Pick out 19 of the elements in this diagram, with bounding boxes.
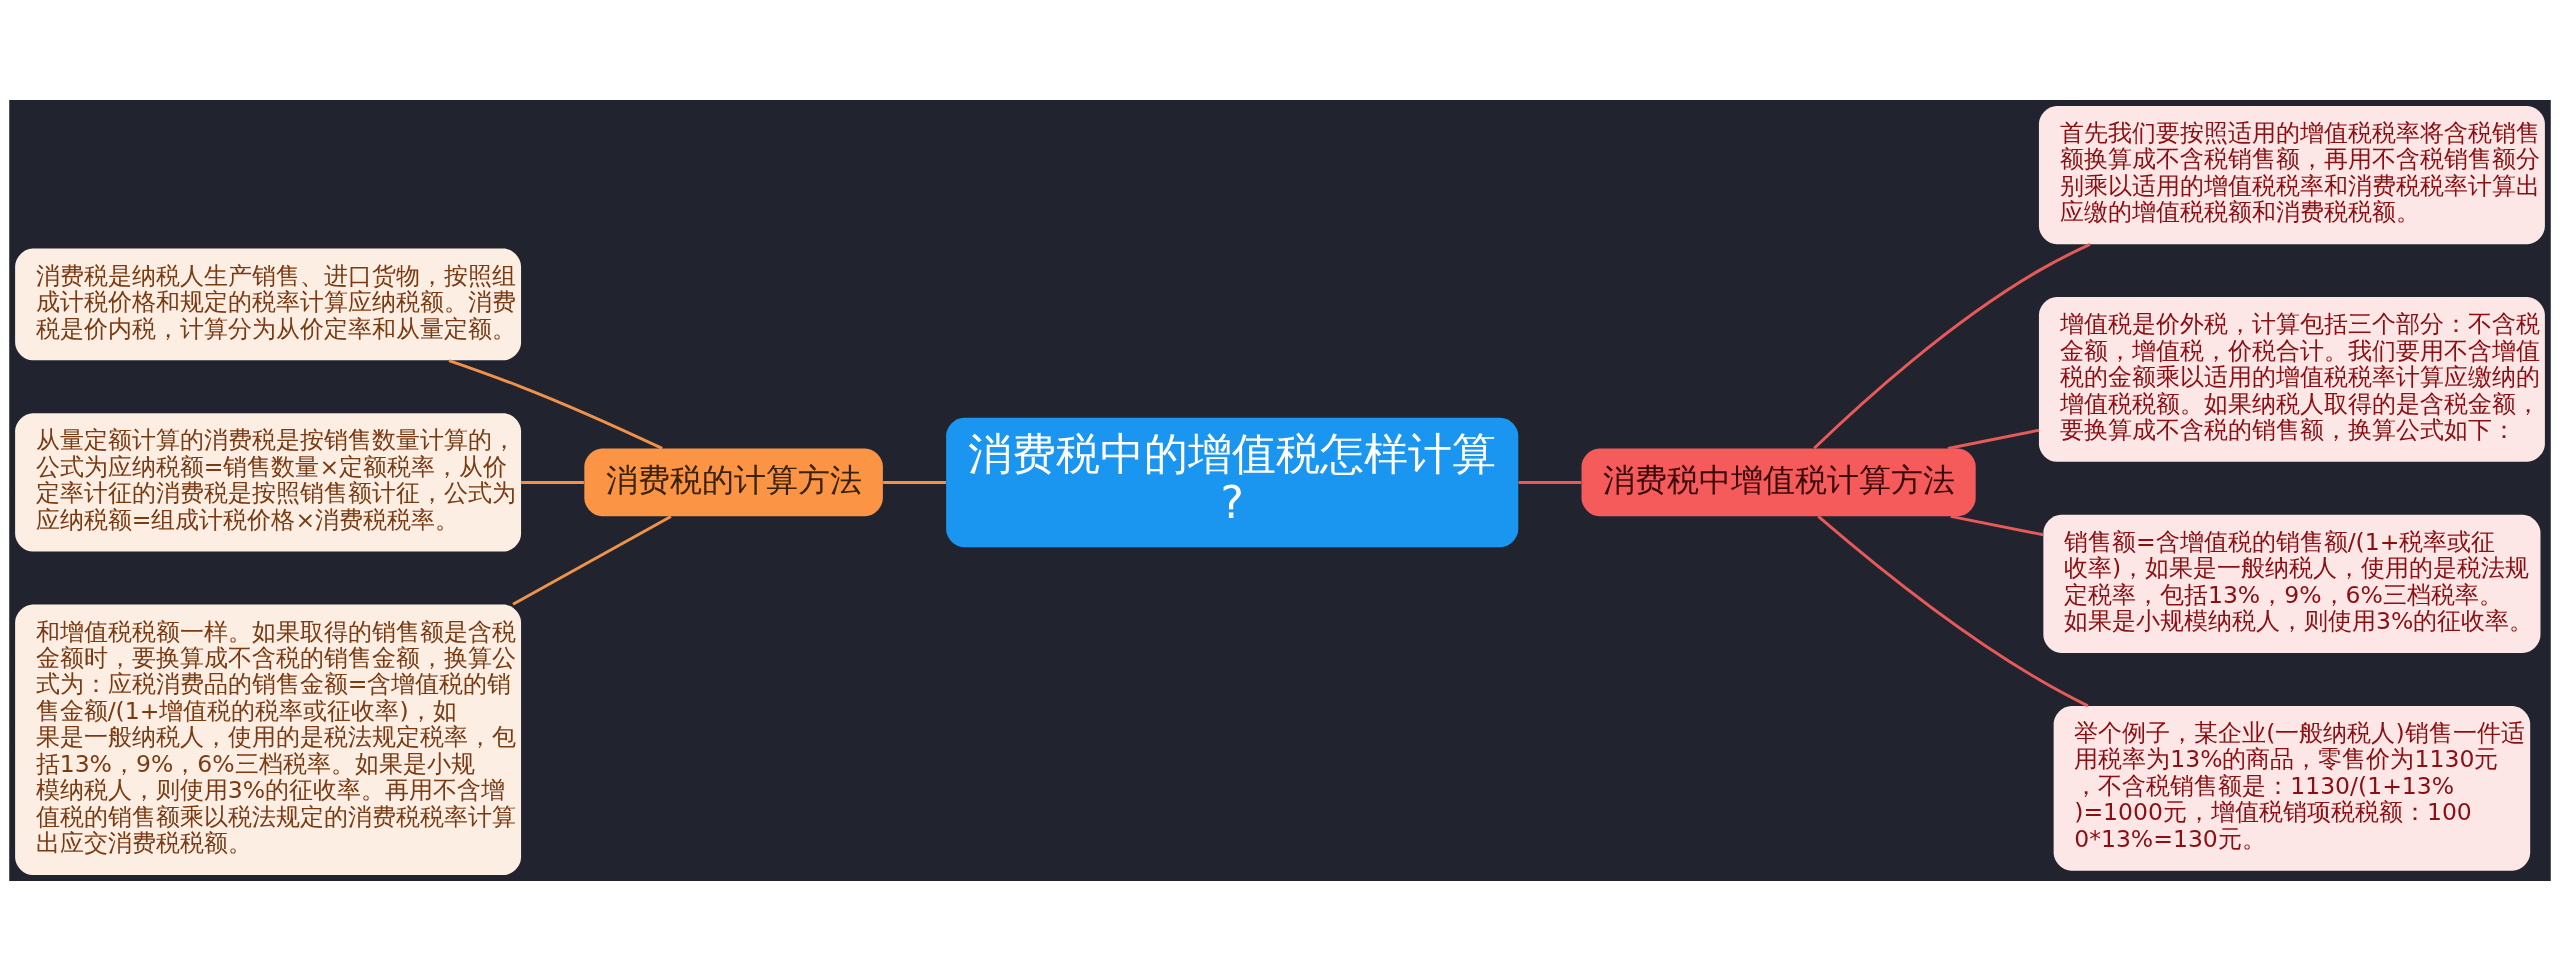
connector: [883, 480, 946, 484]
connector: [448, 358, 663, 450]
node-box: 消费税中的增值税怎样计算?: [946, 417, 1519, 547]
node-box: 从量定额计算的消费税是按销售数量计算的，公式为应纳税额=销售数量×定额税率，从价定率计征的消费税是按照销售额计征，公式为应纳税额=组成计税价格×消费税税率。: [15, 412, 522, 552]
node-box: 消费税是纳税人生产销售、进口货物，按照组成计税价格和规定的税率计算应纳税额。消费税是价内税，计算分为从价定率和从量定额。: [15, 248, 522, 360]
connector: [1813, 242, 2091, 449]
node-box: 举个例子，某企业(一般纳税人)销售一件适用税率为13%的商品，零售价为1130元，不含税销售额是：1130/(1+13%)=1000元，增值税销项税税额：1000*13%=130元。: [2053, 705, 2531, 871]
node-box: 消费税的计算方法: [584, 448, 883, 516]
connector: [1950, 514, 2044, 536]
connector: [1817, 514, 2089, 707]
node-box: 消费税中增值税计算方法: [1581, 448, 1976, 516]
connector: [1518, 480, 1582, 484]
node-box: 和增值税税额一样。如果取得的销售额是含税金额时，要换算成不含税的销售金额，换算公式为：应税消费品的销售金额=含增值税的销售金额/(1+增值税的税率或征收率)，如果是一般纳税人，使用的是税法规定税率，包括13%，9%，6%三档税率。如果是小规模纳税人，则使用3%的征收率。再用不含增值税的销售额乘以税法规定的消费税税率计算出应交消费税税额。: [15, 604, 522, 875]
connector: [512, 514, 672, 606]
node-box: 增值税是价外税，计算包括三个部分：不含税金额，增值税，价税合计。我们要用不含增值税的金额乘以适用的增值税税率计算应缴纳的增值税税额。如果纳税人取得的是含税金额，要换算成不含税的销售额，换算公式如下：: [2038, 296, 2545, 462]
connector: [521, 480, 584, 484]
connector: [1947, 428, 2040, 450]
node-box: 首先我们要按照适用的增值税税率将含税销售额换算成不含税销售额，再用不含税销售额分别乘以适用的增值税税率和消费税税率计算出应缴的增值税税额和消费税税额。: [2038, 105, 2545, 244]
node-box: 销售额=含增值税的销售额/(1+税率或征收率)，如果是一般纳税人，使用的是税法规定税率，包括13%，9%，6%三档税率。如果是小规模纳税人，则使用3%的征收率。: [2043, 514, 2541, 653]
